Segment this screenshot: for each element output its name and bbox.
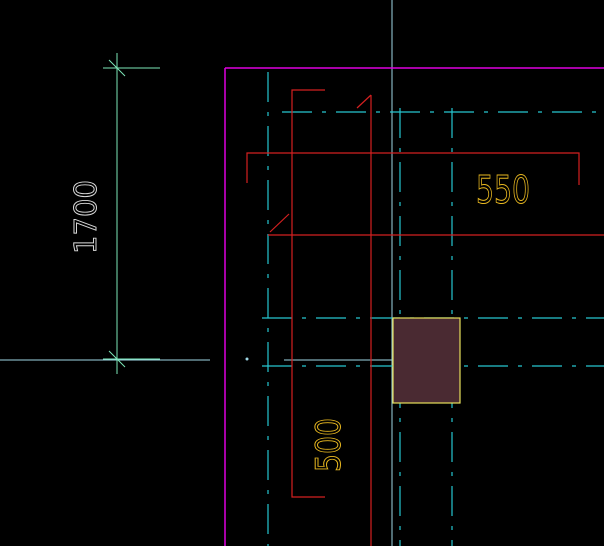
dimension-1700[interactable]: 1700 <box>69 53 160 374</box>
dimension-1700-label: 1700 <box>69 180 104 254</box>
crosshair-cursor <box>0 0 393 546</box>
rebar-lines[interactable] <box>246 89 604 546</box>
column-block[interactable] <box>392 317 461 404</box>
grip-point[interactable] <box>245 357 249 361</box>
dimension-500-label[interactable]: 500 <box>309 418 350 473</box>
wall-outline[interactable] <box>224 67 604 546</box>
dimension-550-label[interactable]: 550 <box>476 168 531 213</box>
